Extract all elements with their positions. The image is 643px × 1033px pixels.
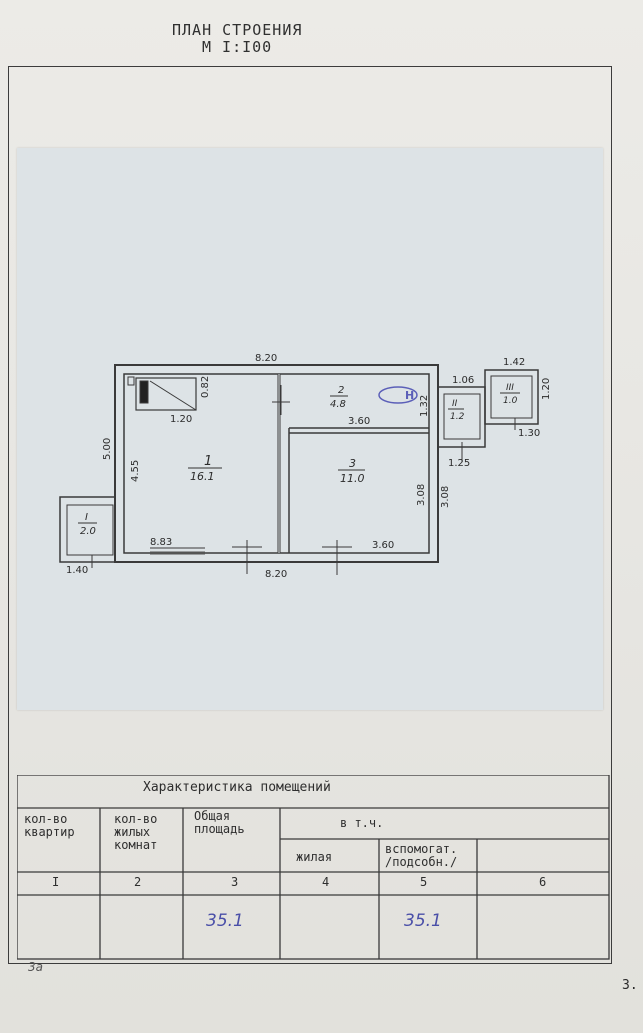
- annex-i: [59, 496, 116, 563]
- col-number-2: 2: [134, 875, 142, 889]
- page-frame: [8, 66, 612, 964]
- col-number-4: 4: [322, 875, 330, 889]
- annex-iii-number: III: [506, 383, 514, 393]
- page-number: 3.: [622, 978, 638, 993]
- dim-annex-ii-width: 1.06: [452, 375, 474, 386]
- dim-annex-iii-height: 1.20: [541, 378, 552, 400]
- dim-room1-height: 4.55: [130, 460, 141, 482]
- aux-area-value: 35.1: [404, 911, 442, 931]
- floor-plan: 8.20 8.20 5.00 4.55 8.83 1.20 0.82 3.60 …: [59, 353, 552, 580]
- dim-stove-height: 0.82: [200, 376, 211, 398]
- stove: [135, 377, 197, 411]
- annex-iii: [484, 369, 539, 425]
- col-number-1: I: [52, 875, 60, 889]
- plan-title: ПЛАН СТРОЕНИЯ М I:I00: [172, 22, 302, 56]
- marker-h: H: [405, 389, 414, 402]
- dim-annex-ii-height: 1.25: [448, 458, 470, 469]
- header-living: жилая: [296, 850, 333, 864]
- dim-annex-iii-width: 1.42: [503, 357, 525, 368]
- header-apartments: кол-во квартир: [24, 812, 75, 839]
- dim-top-total: 8.20: [255, 353, 277, 364]
- outer-wall: [114, 364, 439, 563]
- dim-room2-width: 3.60: [348, 416, 370, 427]
- annex-ii-number: II: [452, 399, 458, 409]
- header-auxiliary: вспомогат. /подсобн./: [385, 842, 458, 869]
- footer-mark: 3а: [28, 960, 43, 974]
- title-line-2: М I:I00: [202, 38, 273, 56]
- annex-i-area: 2.0: [80, 526, 96, 537]
- header-living-rooms: кол-во жилых комнат: [114, 812, 158, 852]
- room-1-number: 1: [204, 454, 212, 469]
- characteristics-table: [17, 775, 610, 960]
- annex-iii-area: 1.0: [503, 396, 518, 406]
- header-total-area: Общая площадь: [194, 809, 245, 836]
- col-number-3: 3: [231, 875, 239, 889]
- col-number-6: 6: [539, 875, 547, 889]
- room-2-number: 2: [338, 385, 344, 396]
- dim-room3-height: 3.08: [416, 484, 427, 506]
- header-including: в т.ч.: [340, 816, 384, 830]
- title-line-1: ПЛАН СТРОЕНИЯ: [172, 21, 303, 39]
- dim-annex-iii-bottom: 1.30: [518, 428, 540, 439]
- dim-room2-height: 1.32: [419, 395, 430, 417]
- marker-h-outline: [378, 386, 418, 404]
- stove-fill: [139, 380, 149, 404]
- room-1-area: 16.1: [190, 470, 215, 483]
- room-3-area: 11.0: [340, 472, 365, 485]
- dim-stove-width: 1.20: [170, 414, 192, 425]
- annex-i-number: I: [85, 512, 88, 523]
- dim-room3-width: 3.60: [372, 540, 394, 551]
- col-number-5: 5: [420, 875, 428, 889]
- dim-bottom-total: 8.20: [265, 569, 287, 580]
- dim-left-height: 5.00: [102, 438, 113, 460]
- dim-annex-i-width: 1.40: [66, 565, 88, 576]
- annex-ii-area: 1.2: [450, 412, 465, 422]
- inner-wall: [123, 373, 430, 554]
- dim-east-height: 3.08: [440, 486, 451, 508]
- total-area-value: 35.1: [206, 911, 244, 931]
- room-3-number: 3: [349, 457, 356, 470]
- room-2-area: 4.8: [330, 399, 346, 410]
- table-title: Характеристика помещений: [143, 780, 331, 795]
- dim-room1-bottom: 8.83: [150, 537, 172, 548]
